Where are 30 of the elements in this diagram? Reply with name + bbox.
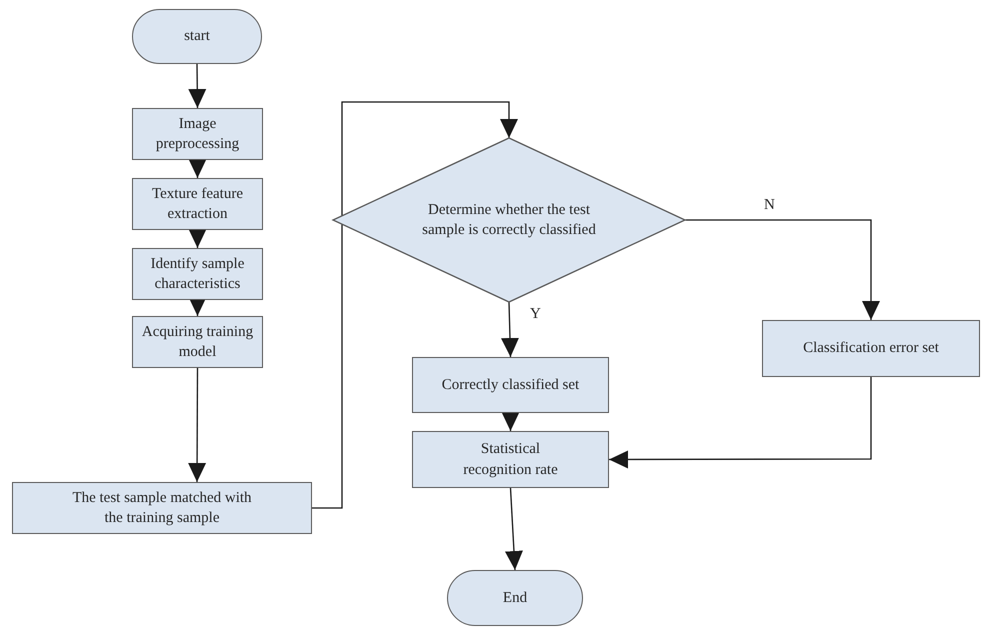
arrow [188, 368, 206, 482]
arrow [685, 219, 880, 320]
node-text: Correctly classified set [440, 376, 580, 395]
node-text: Texture feature extraction [151, 184, 244, 224]
decision-diamond [333, 138, 685, 302]
node-text: The test sample matched with the training sample [71, 488, 253, 528]
node-text: Image preprocessing [154, 114, 240, 154]
arrow [188, 64, 206, 108]
process-box [132, 248, 263, 300]
node-text: End [502, 588, 528, 608]
node-text: Classification error set [802, 339, 940, 358]
process-box [762, 320, 980, 377]
arrow [502, 412, 520, 431]
arrow [188, 229, 206, 248]
process-box [412, 431, 609, 488]
arrow [504, 488, 523, 570]
node-text: Identify sample characteristics [150, 254, 246, 294]
process-box [412, 357, 609, 413]
node-text: Determine whether the test sample is correctly classified [421, 200, 597, 240]
arrow [500, 302, 519, 358]
arrow [609, 377, 872, 468]
arrow [188, 159, 206, 178]
node-text: Statistical recognition rate [462, 440, 559, 480]
process-box [132, 108, 263, 160]
process-box [132, 178, 263, 230]
node-text: start [183, 27, 211, 46]
process-box [12, 482, 312, 534]
process-box [132, 316, 263, 368]
arrow [312, 101, 518, 509]
node-text: Acquiring training model [140, 322, 254, 362]
